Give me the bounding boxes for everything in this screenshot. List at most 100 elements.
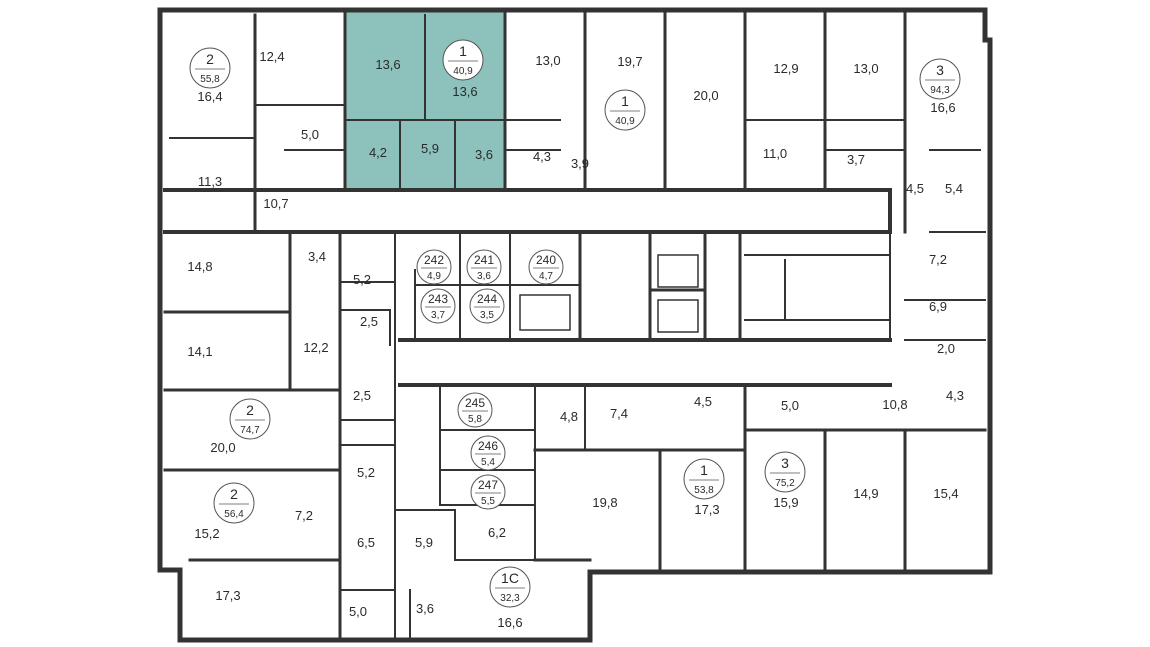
room-area: 5,0 bbox=[781, 398, 799, 413]
storage-marker-circle bbox=[416, 249, 452, 285]
room-area: 4,5 bbox=[694, 394, 712, 409]
apartment-marker-circle bbox=[683, 458, 725, 500]
room-area: 19,8 bbox=[592, 495, 617, 510]
storage-area: 3,5 bbox=[480, 310, 494, 321]
room-area: 16,6 bbox=[497, 615, 522, 630]
room-area: 15,9 bbox=[773, 495, 798, 510]
storage-area: 5,8 bbox=[468, 414, 482, 425]
apartment-marker[interactable]: 140,9 bbox=[442, 39, 484, 81]
room-area: 3,6 bbox=[475, 147, 493, 162]
room-area: 17,3 bbox=[215, 588, 240, 603]
room-area: 14,9 bbox=[853, 486, 878, 501]
storage-area: 3,6 bbox=[477, 271, 491, 282]
room-area: 11,0 bbox=[763, 146, 787, 161]
room-area: 7,2 bbox=[295, 508, 313, 523]
room-area: 5,2 bbox=[357, 465, 375, 480]
apartment-marker[interactable]: 140,9 bbox=[604, 89, 646, 131]
room-area: 6,9 bbox=[929, 299, 947, 314]
storage-area: 3,7 bbox=[431, 310, 445, 321]
storage-markers: 2424,92413,62404,72433,72443,52455,82465… bbox=[416, 249, 564, 510]
storage-number: 246 bbox=[478, 439, 498, 453]
apartment-markers: 255,8140,9140,9394,3274,7256,4153,8375,2… bbox=[189, 39, 961, 608]
room-area: 4,2 bbox=[369, 145, 387, 160]
apartment-rooms: 2 bbox=[206, 51, 214, 67]
storage-area: 5,4 bbox=[481, 457, 495, 468]
room-area: 11,3 bbox=[198, 174, 222, 189]
room-area: 4,3 bbox=[946, 388, 964, 403]
room-area: 5,0 bbox=[349, 604, 367, 619]
room-area: 5,0 bbox=[301, 127, 319, 142]
room-area: 13,0 bbox=[853, 61, 878, 76]
room-area: 12,4 bbox=[259, 49, 284, 64]
room-area: 20,0 bbox=[693, 88, 718, 103]
room-area: 12,9 bbox=[773, 61, 798, 76]
room-area: 4,8 bbox=[560, 409, 578, 424]
room-area: 10,8 bbox=[882, 397, 907, 412]
room-area: 3,4 bbox=[308, 249, 326, 264]
room-area: 6,2 bbox=[488, 525, 506, 540]
apartment-rooms: 2 bbox=[230, 486, 238, 502]
apartment-total-area: 74,7 bbox=[240, 425, 260, 436]
apartment-total-area: 75,2 bbox=[775, 478, 795, 489]
apartment-rooms: 1 bbox=[621, 93, 629, 109]
room-area: 2,5 bbox=[360, 314, 378, 329]
storage-number: 243 bbox=[428, 292, 448, 306]
room-area: 7,2 bbox=[929, 252, 947, 267]
apartment-total-area: 94,3 bbox=[930, 85, 950, 96]
room-area: 5,2 bbox=[353, 272, 371, 287]
room-area: 4,3 bbox=[533, 149, 551, 164]
storage-number: 244 bbox=[477, 292, 497, 306]
room-area: 5,9 bbox=[421, 141, 439, 156]
apartment-marker[interactable]: 153,8 bbox=[683, 458, 725, 500]
storage-area: 5,5 bbox=[481, 496, 495, 507]
room-area: 12,2 bbox=[303, 340, 328, 355]
room-area: 14,1 bbox=[187, 344, 212, 359]
room-area: 20,0 bbox=[210, 440, 235, 455]
room-area: 5,4 bbox=[945, 181, 963, 196]
storage-marker-circle bbox=[528, 249, 564, 285]
room-area: 2,0 bbox=[937, 341, 955, 356]
room-area: 6,5 bbox=[357, 535, 375, 550]
room-area: 19,7 bbox=[617, 54, 642, 69]
apartment-marker-circle bbox=[489, 566, 531, 608]
apartment-marker-circle bbox=[919, 58, 961, 100]
apartment-marker[interactable]: 274,7 bbox=[229, 398, 271, 440]
room-area: 15,4 bbox=[933, 486, 958, 501]
room-area: 7,4 bbox=[610, 406, 628, 421]
storage-marker-circle bbox=[470, 474, 506, 510]
apartment-marker[interactable]: 255,8 bbox=[189, 47, 231, 89]
room-area: 13,6 bbox=[452, 84, 477, 99]
apartment-total-area: 32,3 bbox=[500, 593, 520, 604]
room-area: 2,5 bbox=[353, 388, 371, 403]
storage-marker-circle bbox=[466, 249, 502, 285]
apartment-marker-circle bbox=[213, 482, 255, 524]
apartment-rooms: 1 bbox=[700, 462, 708, 478]
apartment-marker-circle bbox=[229, 398, 271, 440]
apartment-total-area: 55,8 bbox=[200, 74, 220, 85]
apartment-marker[interactable]: 375,2 bbox=[764, 451, 806, 493]
storage-number: 247 bbox=[478, 478, 498, 492]
room-area: 16,6 bbox=[930, 100, 955, 115]
room-area: 15,2 bbox=[194, 526, 219, 541]
apartment-marker-circle bbox=[764, 451, 806, 493]
apartment-marker-circle bbox=[442, 39, 484, 81]
apartment-marker-circle bbox=[189, 47, 231, 89]
apartment-marker[interactable]: 394,3 bbox=[919, 58, 961, 100]
storage-number: 240 bbox=[536, 253, 556, 267]
room-area: 14,8 bbox=[187, 259, 212, 274]
apartment-marker[interactable]: 256,4 bbox=[213, 482, 255, 524]
apartment-total-area: 40,9 bbox=[453, 66, 473, 77]
room-area: 10,7 bbox=[263, 196, 288, 211]
room-area: 4,5 bbox=[906, 181, 924, 196]
